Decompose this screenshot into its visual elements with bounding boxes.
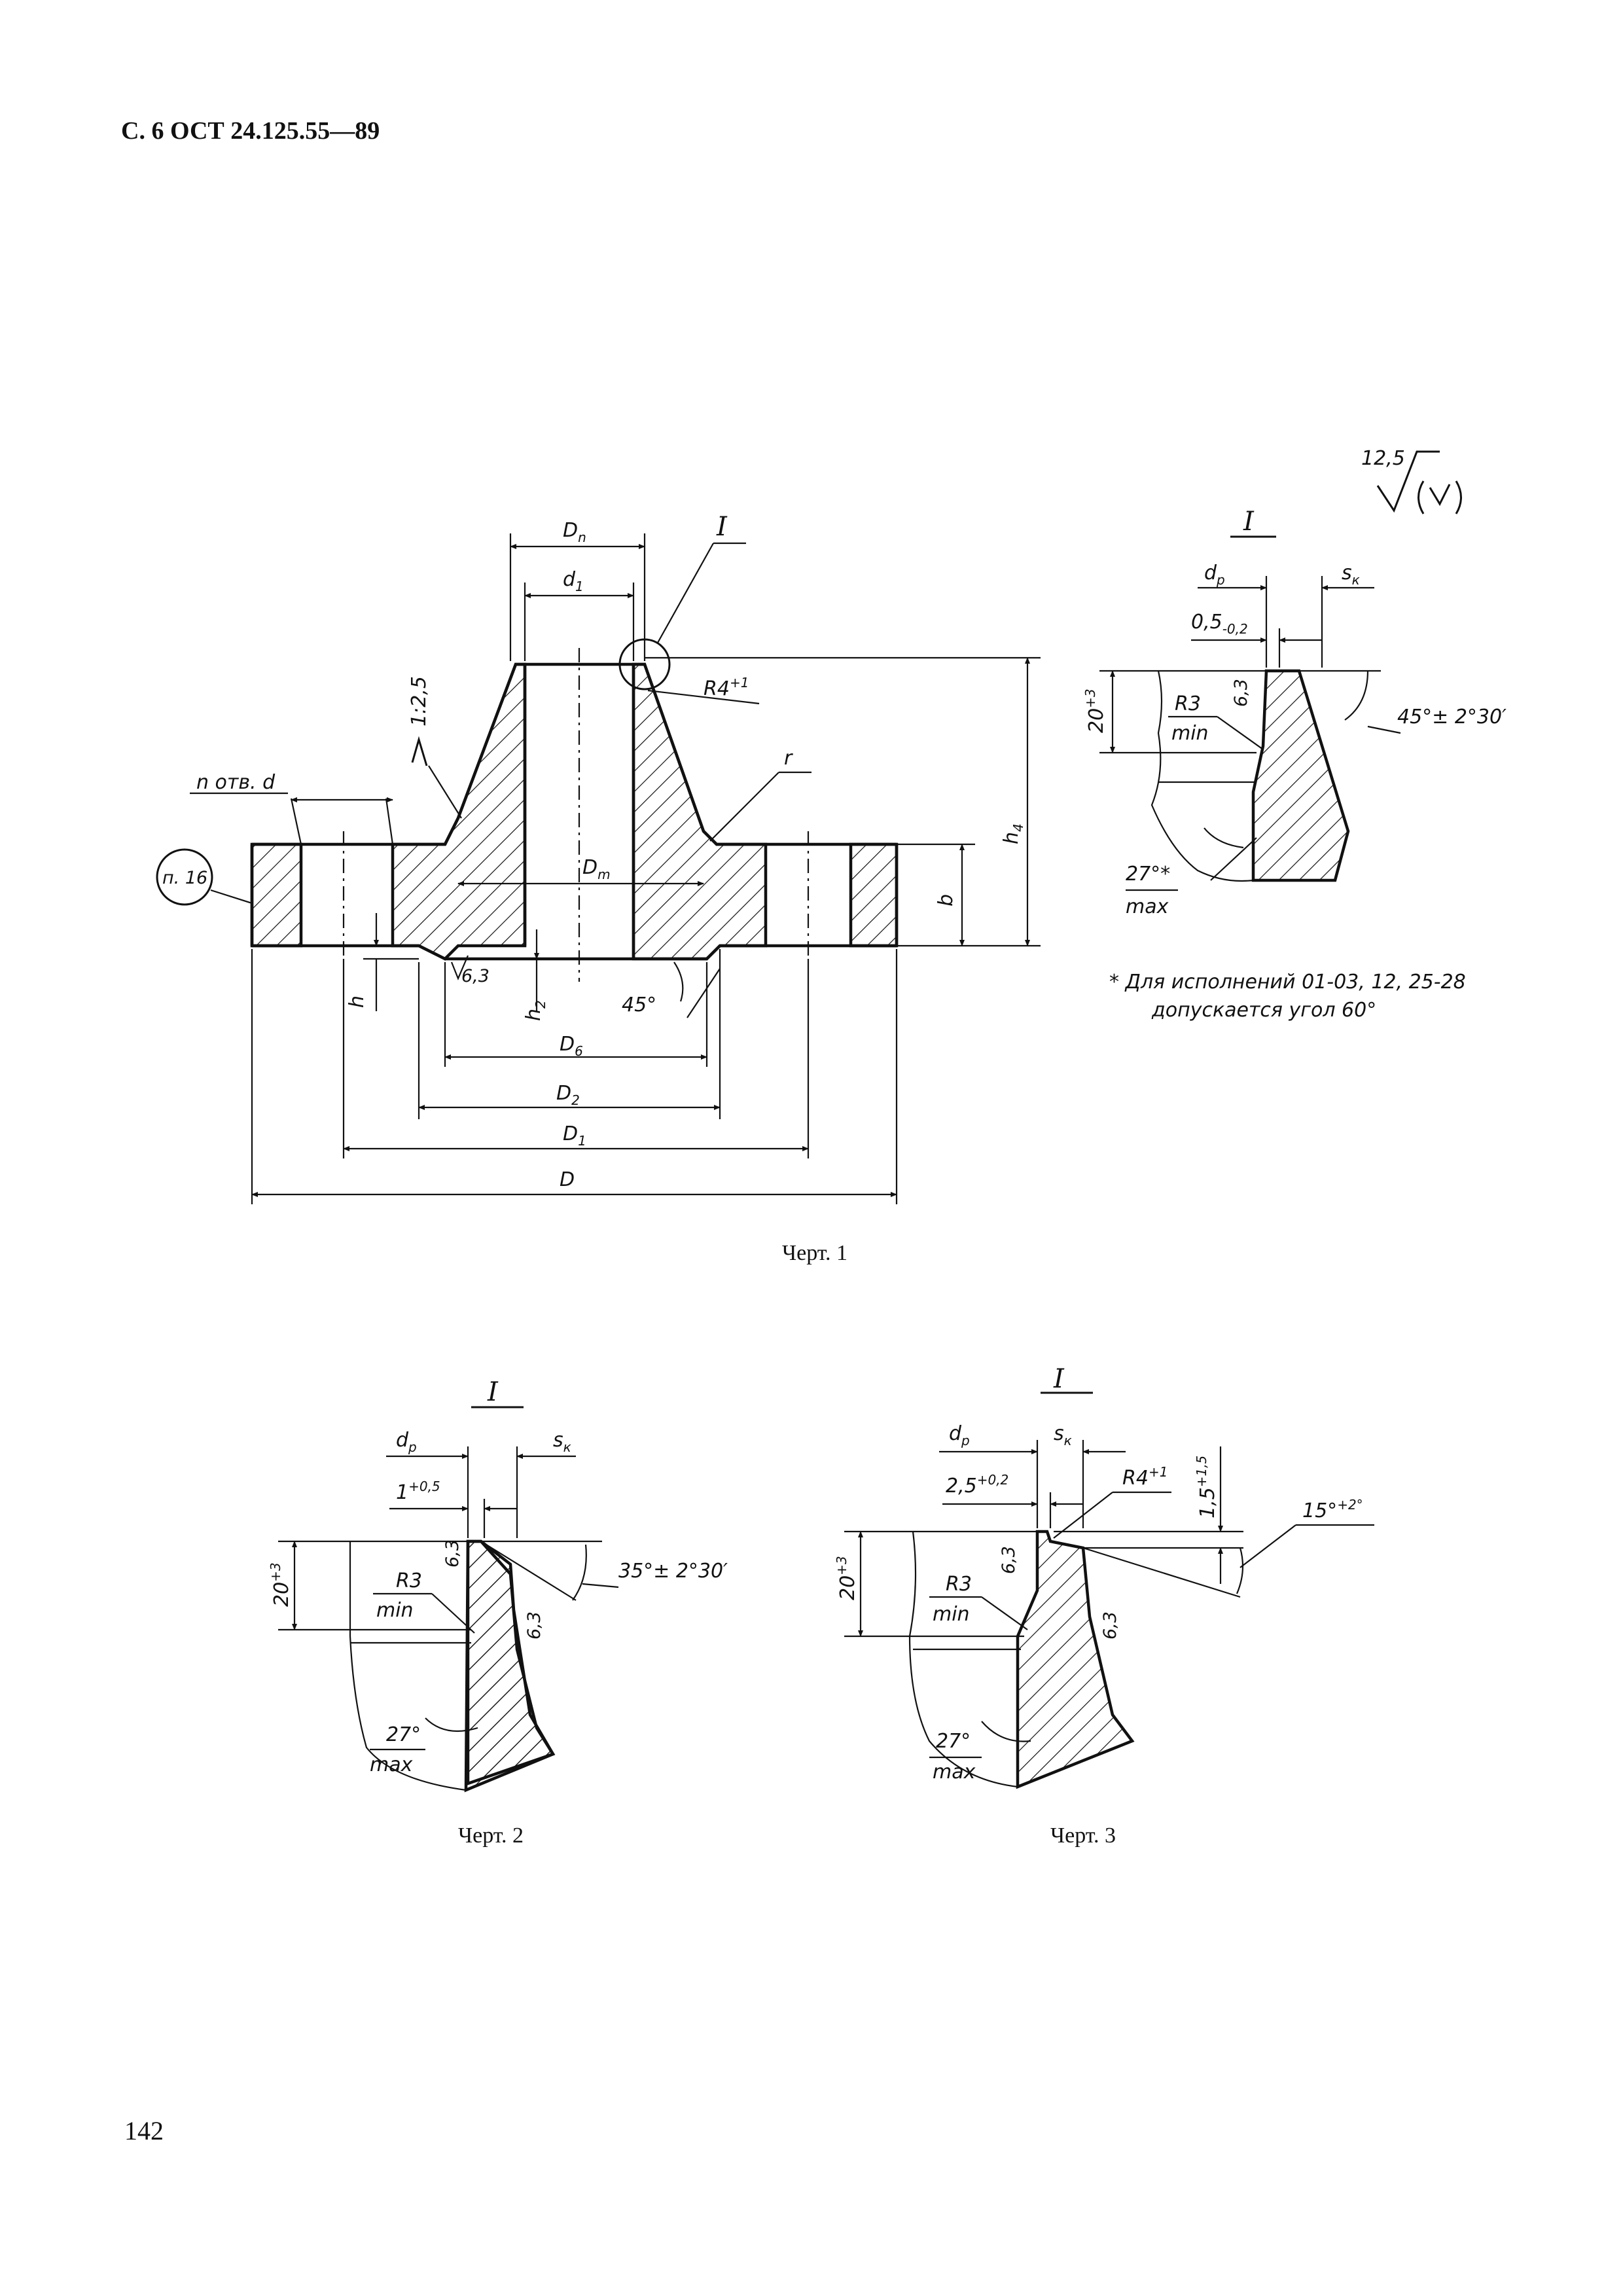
note-ref-circle (156, 848, 213, 906)
detail-1: I dp sк 0,5-0,2 20+3 R3 min 6,3 45°± 2 (1082, 507, 1507, 1022)
roughness-symbol: 12,5 (1361, 447, 1462, 514)
figure-2-caption: Черт. 2 (458, 1823, 524, 1848)
figure-3-dp: dp (949, 1422, 970, 1448)
label-r: r (784, 747, 793, 770)
label-rough-63: 6,3 (461, 966, 490, 986)
figure-3-detail: I dp sк 2,5+0,2 R4+1 1,5+1,5 15°+2° (834, 1364, 1374, 1848)
figure-2-min: min (376, 1599, 414, 1622)
figure-3-title: I (1053, 1364, 1065, 1394)
figure-3-tol: 2,5+0,2 (946, 1472, 1008, 1498)
figure-3-angle: 15°+2° (1302, 1497, 1363, 1522)
figure-3-sk: sк (1054, 1422, 1072, 1448)
figure-2-dp: dp (396, 1429, 417, 1455)
page-header: С. 6 ОСТ 24.125.55—89 (121, 117, 380, 145)
flange-rim-right (849, 842, 899, 948)
dim-d1-pcd: D1 (563, 1122, 586, 1149)
dim-h4: h4 (1000, 823, 1026, 844)
dim-d1: d1 (563, 568, 584, 594)
detail-1-footnote-1: * Для исполнений 01-03, 12, 25-28 (1109, 971, 1466, 994)
figure-3-h15: 1,5+1,5 (1194, 1456, 1219, 1518)
detail-1-ang27: 27°* (1126, 863, 1170, 886)
figure-3-ang27: 27° (936, 1730, 971, 1753)
detail-1-r3: R3 (1175, 692, 1201, 715)
detail-1-angle: 45°± 2°30′ (1397, 706, 1507, 728)
figure-1-flange: Dm Dn d1 I R4+1 h4 b r 1:2,5 (156, 512, 1041, 1265)
dim-dn: Dn (563, 519, 586, 545)
detail-1-title: I (1243, 507, 1255, 537)
figure-2-angle: 35°± 2°30′ (618, 1560, 728, 1583)
detail-ref: I (716, 512, 728, 542)
dim-d6: D6 (560, 1033, 583, 1059)
hub-section-right (632, 662, 768, 961)
figure-3-r4: R4+1 (1122, 1464, 1168, 1490)
figure-3-h20: 20+3 (834, 1556, 859, 1600)
figure-2-rough-a: 6,3 (442, 1539, 463, 1568)
detail-1-h20: 20+3 (1082, 689, 1108, 733)
label-note-ref: п. 16 (162, 868, 207, 888)
dim-dm: Dm (582, 856, 611, 882)
figure-3-max: max (933, 1761, 976, 1784)
dim-h: h (346, 996, 368, 1008)
page-number: 142 (124, 2116, 164, 2145)
flange-rim-left (250, 842, 303, 948)
roughness-value: 12,5 (1361, 447, 1405, 470)
detail-1-tol: 0,5-0,2 (1191, 611, 1248, 637)
figure-3-rough-a: 6,3 (999, 1546, 1019, 1574)
figure-1-caption: Черт. 1 (782, 1241, 847, 1265)
detail-1-rough: 6,3 (1231, 679, 1251, 707)
figure-2-r3: R3 (396, 1570, 422, 1592)
detail-1-max: max (1126, 895, 1169, 918)
detail-1-footnote-2: допускается угол 60° (1151, 999, 1376, 1022)
label-angle-45: 45° (622, 994, 656, 1016)
figure-2-title: I (487, 1377, 499, 1407)
dim-h2: h2 (522, 1000, 548, 1021)
figure-2-sk: sк (553, 1429, 571, 1455)
figure-3-rough-b: 6,3 (1100, 1611, 1120, 1640)
dim-b: b (935, 894, 957, 906)
figure-3-caption: Черт. 3 (1050, 1823, 1116, 1848)
dim-d-outer: D (560, 1168, 575, 1191)
label-r4: R4+1 (704, 675, 749, 700)
figure-2-rough-b: 6,3 (524, 1611, 544, 1640)
figure-2-ang27: 27° (386, 1723, 421, 1746)
figure-3-r3: R3 (946, 1573, 972, 1596)
figure-3-min: min (933, 1603, 970, 1626)
detail-1-sk: sк (1342, 562, 1360, 588)
label-holes: n отв. d (196, 771, 276, 794)
label-taper: 1:2,5 (408, 676, 431, 726)
detail-1-min: min (1171, 722, 1209, 745)
detail-1-dp: dp (1204, 562, 1225, 588)
figure-2-max: max (370, 1753, 413, 1776)
detail-circle (618, 638, 671, 691)
dim-d2: D2 (556, 1082, 580, 1108)
figure-2-tol: 1+0,5 (396, 1479, 440, 1504)
figure-2-detail: I dp sк 1+0,5 20+3 R3 min 6,3 6,3 (268, 1377, 728, 1848)
figure-2-h20: 20+3 (268, 1562, 293, 1607)
